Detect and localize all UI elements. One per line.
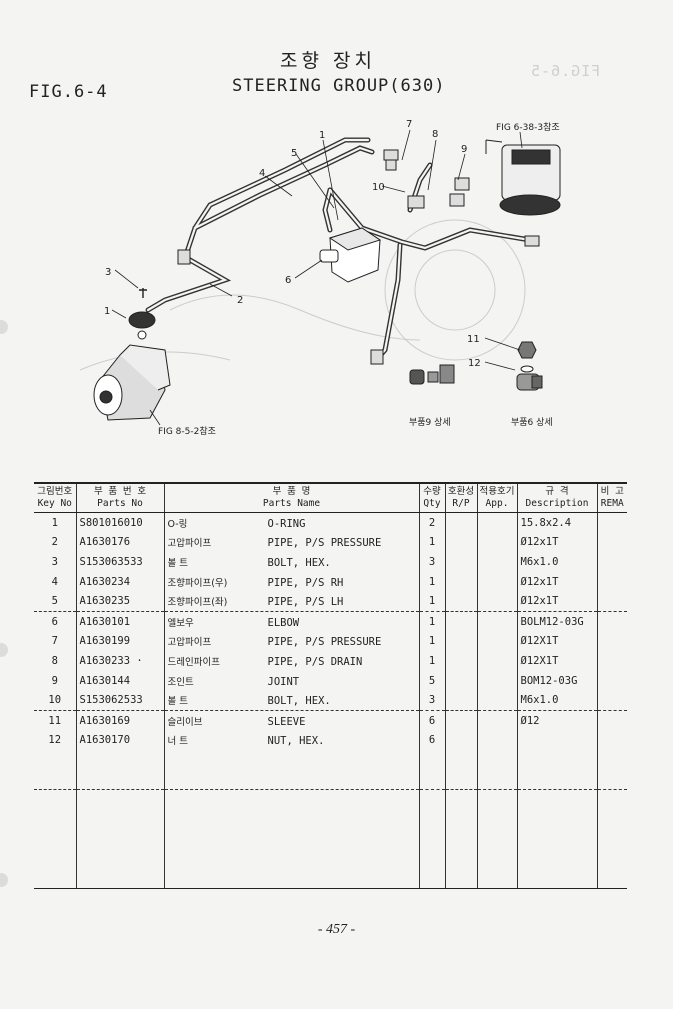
pipe-p-s-drain (375, 242, 403, 361)
callout-2: 2 (237, 295, 243, 306)
exploded-parts-diagram: 1 2 3 4 5 6 7 8 9 10 11 12 1 FIG 6-38-3참… (79, 119, 561, 437)
callout-3: 3 (105, 267, 111, 278)
nut-hex (517, 341, 537, 359)
reference-note-bottom: FIG 8-5-2참조 (158, 426, 216, 437)
table-row-empty (34, 769, 627, 791)
page-title-korean: 조향 장치 (280, 50, 376, 72)
callout-4: 4 (259, 168, 265, 179)
binder-hole (0, 873, 8, 887)
table-row-empty (34, 829, 627, 850)
callout-6: 6 (285, 275, 291, 286)
bleed-through-text: FIG.6-5 (530, 62, 601, 80)
callout-11: 11 (467, 334, 480, 345)
sleeve (520, 365, 534, 373)
background-ghost-frame (169, 294, 421, 341)
steering-unit (485, 139, 561, 216)
page-number: - 457 - (317, 922, 356, 937)
hydraulic-pump (93, 311, 171, 421)
callout-1: 1 (319, 130, 325, 141)
page-title-english: STEERING GROUP(630) (232, 76, 446, 96)
callout-7: 7 (406, 119, 412, 130)
leader-lines (111, 129, 523, 426)
table-row-empty (34, 789, 627, 810)
callout-8: 8 (432, 129, 438, 140)
callout-1b: 1 (104, 306, 110, 317)
figure-label: FIG.6-4 (29, 82, 108, 102)
callout-9: 9 (461, 144, 467, 155)
binder-hole (0, 643, 8, 657)
bolt (139, 288, 147, 298)
joint-fitting (454, 177, 470, 191)
background-ghost-gear (384, 219, 526, 361)
table-row-empty (34, 849, 627, 869)
table-row-empty (34, 750, 627, 770)
binder-hole (0, 320, 8, 334)
callout-12: 12 (468, 358, 481, 369)
reference-note-top: FIG 6-38-3참조 (496, 122, 560, 133)
callout-5: 5 (291, 148, 297, 159)
detail-caption-6: 부품6 상세 (511, 417, 553, 428)
detail-parts (409, 341, 543, 391)
elbow-fitting (319, 249, 339, 263)
table-row-empty (34, 809, 627, 830)
callout-10: 10 (372, 182, 385, 193)
pump-cap (128, 311, 156, 329)
detail-caption-9: 부품9 상세 (409, 417, 451, 428)
table-row-empty (34, 868, 627, 890)
